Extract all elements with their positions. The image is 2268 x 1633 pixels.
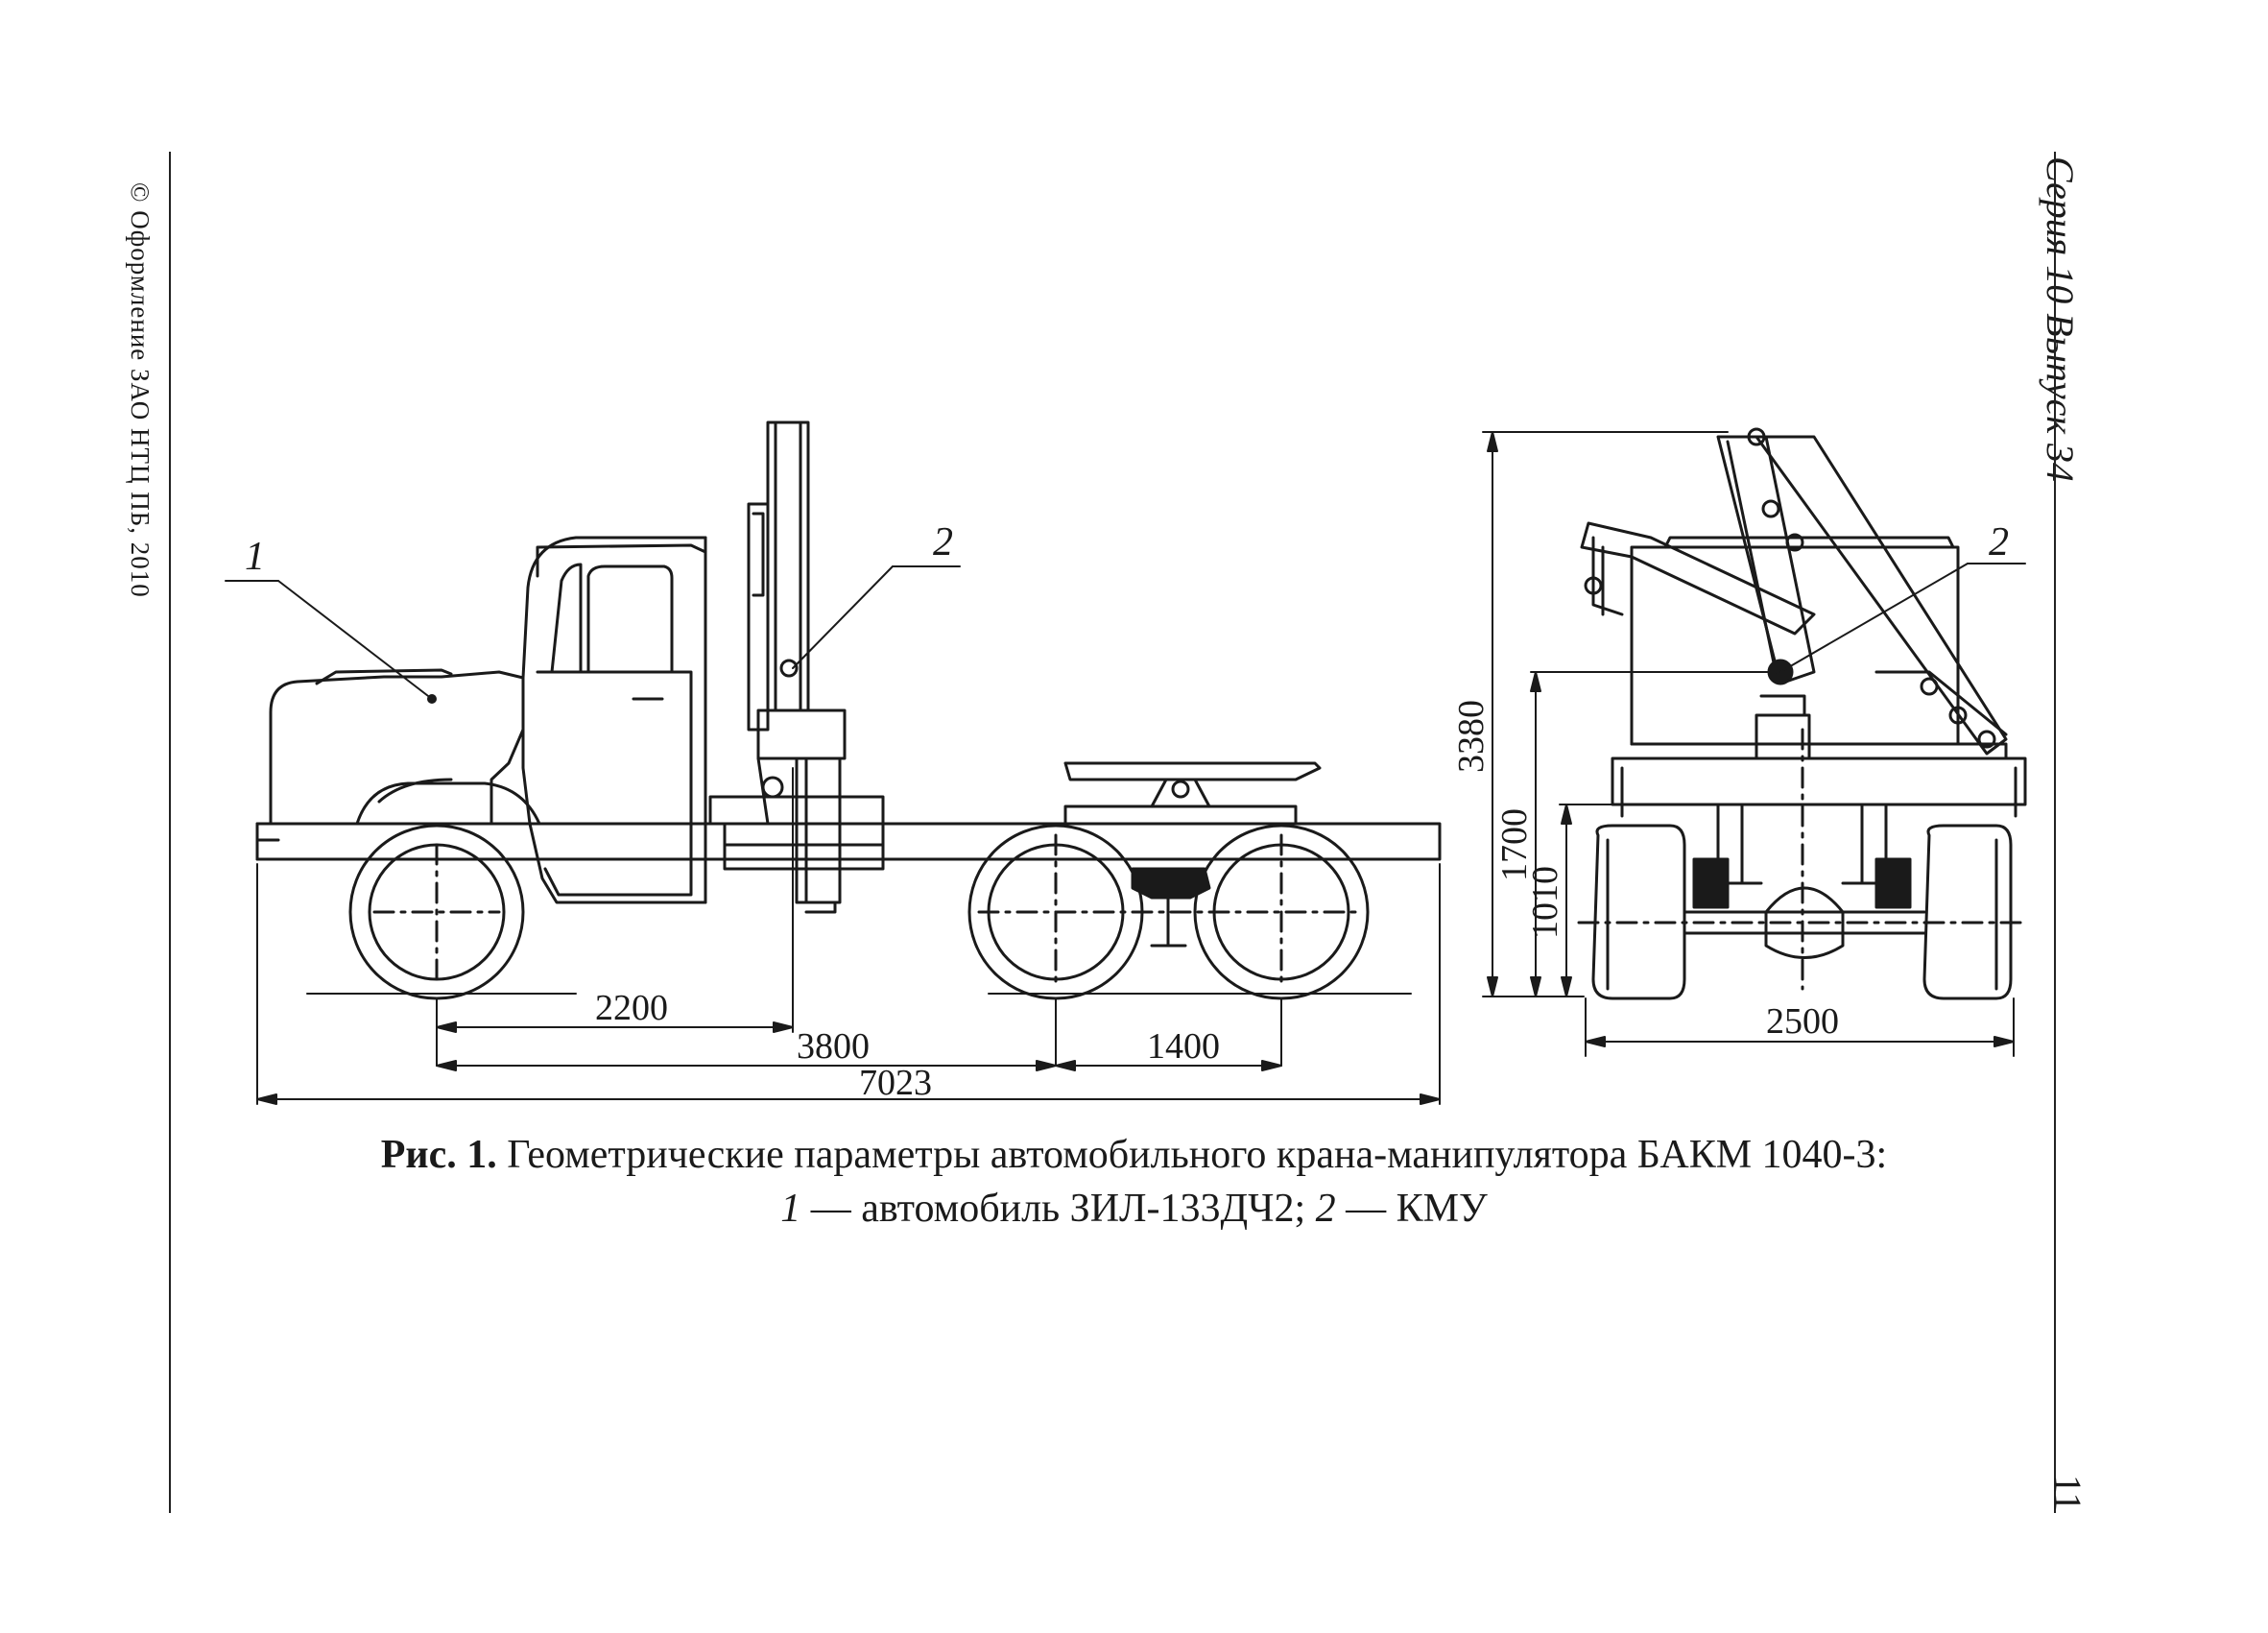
- dim-2500: 2500: [1766, 1001, 1839, 1042]
- legend-item-2-text: — КМУ: [1335, 1187, 1488, 1231]
- legend-item-2-number: 2: [1315, 1187, 1336, 1231]
- left-margin-rule: [169, 152, 171, 1513]
- rear-right-wheel: [1922, 824, 2013, 1000]
- callout-2-rear: 2: [1989, 520, 2009, 564]
- dim-1400: 1400: [1147, 1026, 1220, 1067]
- legend-item-1-text: — автомобиль ЗИЛ-133ДЧ2;: [800, 1187, 1316, 1231]
- cab-door: [536, 670, 693, 897]
- rear-boom-folded: [1580, 521, 1816, 636]
- figure-caption-line-2: 1 — автомобиль ЗИЛ-133ДЧ2; 2 — КМУ: [0, 1182, 2268, 1236]
- dim-3380: 3380: [1451, 700, 1492, 773]
- dim-3800: 3800: [797, 1026, 870, 1067]
- rear-view-dimensions: [1482, 431, 2015, 1057]
- cab-window-front: [550, 563, 583, 674]
- fifth-wheel-plate: [1063, 761, 1322, 781]
- hood: [269, 670, 525, 826]
- differential: [1764, 886, 1845, 959]
- right-margin-rule: [2054, 152, 2056, 1513]
- front-fender: [355, 781, 541, 826]
- rear-boom-main: [1716, 435, 1816, 685]
- side-view-truck: [255, 420, 1442, 1000]
- dim-7023: 7023: [859, 1063, 932, 1103]
- dim-1700: 1700: [1494, 808, 1535, 881]
- figure-caption-line-1: Рис. 1. Геометрические параметры автомоб…: [0, 1128, 2268, 1182]
- dim-1010: 1010: [1525, 866, 1565, 939]
- figure-label: Рис. 1.: [380, 1133, 497, 1177]
- rear-suspension: [1131, 867, 1211, 900]
- callout-2: 2: [933, 520, 953, 564]
- rear-left-wheel: [1591, 824, 1686, 1000]
- rear-view-truck: [1577, 427, 2027, 1000]
- side-crane-mast: [747, 420, 847, 914]
- dim-2200: 2200: [595, 988, 668, 1028]
- rear-deck: [1611, 756, 2027, 806]
- cab-door-window: [586, 564, 674, 674]
- rear-boom-upper: [1755, 435, 2008, 756]
- figure-title: Геометрические параметры автомобильного …: [496, 1133, 1888, 1177]
- side-callout-leaders: [225, 565, 961, 704]
- rear-callout-leader: [1779, 563, 2026, 673]
- cab: [521, 536, 707, 904]
- side-view-dimensions: [256, 767, 1441, 1105]
- legend-item-1-number: 1: [780, 1187, 801, 1231]
- callout-1: 1: [245, 535, 265, 579]
